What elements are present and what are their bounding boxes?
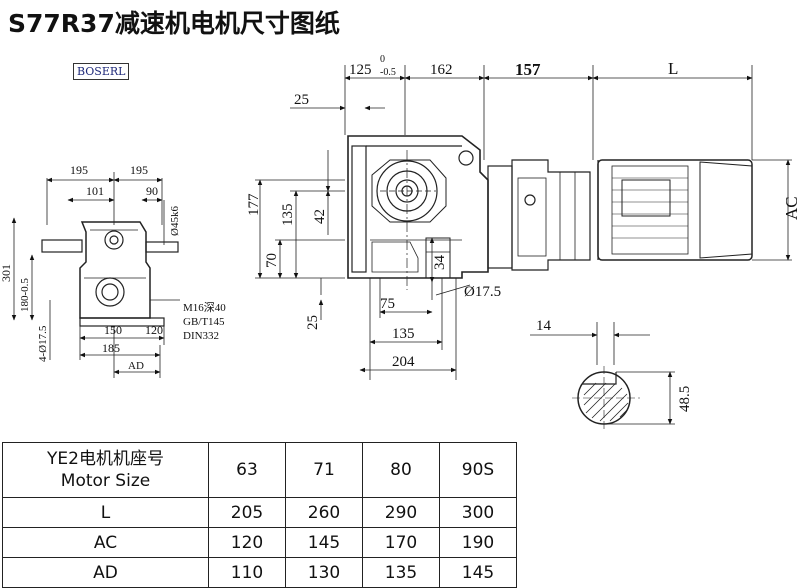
row-label: AD bbox=[2, 557, 209, 588]
dim-135-v: 135 bbox=[280, 204, 296, 227]
technical-drawing: 195 195 101 90 Ø45k6 301 180-0.5 4-Ø17.5… bbox=[0, 54, 800, 430]
table-cell: 120 bbox=[208, 527, 286, 558]
dim-70: 70 bbox=[264, 253, 280, 268]
row-label: AC bbox=[2, 527, 209, 558]
table-row: AD 110 130 135 145 bbox=[2, 557, 517, 588]
table-cell: 260 bbox=[285, 497, 363, 528]
table-cell: 205 bbox=[208, 497, 286, 528]
table-cell: 170 bbox=[362, 527, 440, 558]
dim-177: 177 bbox=[246, 193, 262, 216]
dim-34: 34 bbox=[432, 255, 448, 271]
dim-195-a: 195 bbox=[70, 163, 88, 177]
dim-120: 120 bbox=[145, 323, 163, 337]
table-cell: 290 bbox=[362, 497, 440, 528]
table-cell: 145 bbox=[285, 527, 363, 558]
table-col-header: 90S bbox=[439, 442, 517, 498]
dim-dia45: Ø45k6 bbox=[169, 206, 181, 236]
table-header-label: YE2电机机座号 Motor Size bbox=[2, 442, 209, 498]
row-label: L bbox=[2, 497, 209, 528]
dim-L: L bbox=[668, 59, 678, 78]
dim-125: 125 bbox=[349, 62, 372, 78]
dim-157: 157 bbox=[515, 60, 541, 79]
dim-thread: M16深40 bbox=[183, 301, 226, 314]
side-view-labels: 25 125 0 -0.5 162 157 L 177 135 42 70 25… bbox=[246, 54, 800, 370]
dim-101: 101 bbox=[86, 184, 104, 198]
dim-25-top: 25 bbox=[294, 92, 309, 108]
dim-25-bottom: 25 bbox=[305, 315, 321, 330]
table-col-header: 71 bbox=[285, 442, 363, 498]
dim-48-5: 48.5 bbox=[677, 386, 693, 412]
header-cn: YE2电机机座号 bbox=[47, 449, 164, 469]
dim-195-b: 195 bbox=[130, 163, 148, 177]
shaft-section-labels: 14 48.5 bbox=[536, 318, 693, 412]
dim-holes: 4-Ø17.5 bbox=[37, 325, 49, 362]
dim-150: 150 bbox=[104, 323, 122, 337]
dim-std1: GB/T145 bbox=[183, 316, 225, 328]
dim-14: 14 bbox=[536, 318, 552, 334]
front-view-labels: 195 195 101 90 Ø45k6 301 180-0.5 4-Ø17.5… bbox=[0, 163, 226, 372]
brand-logo: BOSERL bbox=[73, 63, 130, 80]
dim-125-tol-upper: 0 bbox=[380, 54, 385, 65]
front-view bbox=[11, 172, 180, 378]
dim-135-h: 135 bbox=[392, 326, 415, 342]
dim-301: 301 bbox=[0, 264, 13, 282]
dim-75: 75 bbox=[380, 296, 395, 312]
page-title: S77R37减速机电机尺寸图纸 bbox=[8, 9, 340, 38]
dim-180: 180-0.5 bbox=[19, 278, 31, 312]
table-cell: 135 bbox=[362, 557, 440, 588]
dim-ad: AD bbox=[128, 360, 144, 372]
dim-std2: DIN332 bbox=[183, 330, 219, 342]
dim-185: 185 bbox=[102, 341, 120, 355]
side-view bbox=[255, 65, 792, 380]
header-en: Motor Size bbox=[60, 471, 151, 491]
dim-162: 162 bbox=[430, 62, 453, 78]
table-cell: 190 bbox=[439, 527, 517, 558]
dim-204: 204 bbox=[392, 354, 415, 370]
dim-AC: AC bbox=[782, 196, 800, 220]
shaft-section bbox=[530, 322, 675, 430]
table-row: L 205 260 290 300 bbox=[2, 497, 517, 528]
table-cell: 145 bbox=[439, 557, 517, 588]
dim-hole: Ø17.5 bbox=[464, 284, 501, 300]
table-cell: 130 bbox=[285, 557, 363, 588]
dim-42: 42 bbox=[312, 209, 328, 224]
dim-125-tol-lower: -0.5 bbox=[380, 67, 396, 78]
table-col-header: 63 bbox=[208, 442, 286, 498]
table-col-header: 80 bbox=[362, 442, 440, 498]
dim-90: 90 bbox=[146, 184, 158, 198]
table-header-row: YE2电机机座号 Motor Size 63 71 80 90S bbox=[2, 442, 517, 498]
table-cell: 110 bbox=[208, 557, 286, 588]
table-cell: 300 bbox=[439, 497, 517, 528]
table-row: AC 120 145 170 190 bbox=[2, 527, 517, 558]
motor-size-table: YE2电机机座号 Motor Size 63 71 80 90S L 205 2… bbox=[2, 442, 517, 588]
